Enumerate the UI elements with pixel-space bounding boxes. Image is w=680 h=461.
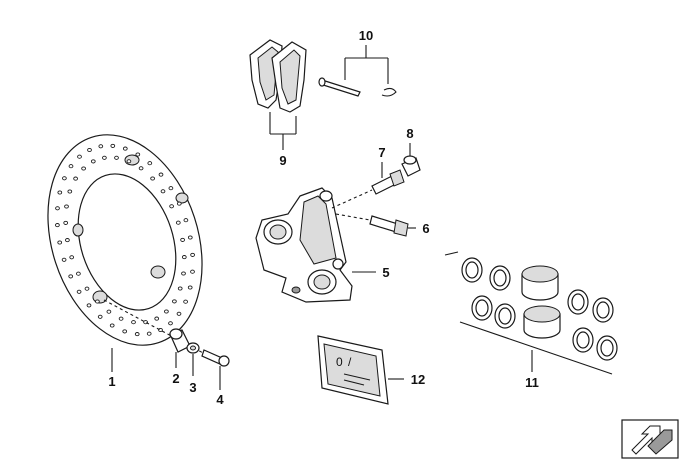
disc-drill-hole	[69, 255, 75, 260]
disc-drill-hole	[73, 176, 78, 181]
callout-5: 5	[382, 265, 389, 280]
disc-drill-hole	[95, 299, 100, 304]
disc-drill-hole	[86, 303, 92, 308]
brake-disc	[47, 134, 203, 346]
callout-3: 3	[189, 380, 196, 395]
disc-drill-hole	[61, 257, 67, 262]
disc-drill-hole	[172, 299, 177, 304]
disc-drill-hole	[158, 172, 164, 177]
repair-kit	[444, 251, 618, 375]
disc-drill-hole	[169, 204, 174, 209]
disc-drill-hole	[190, 252, 195, 257]
callout-10: 10	[359, 28, 373, 43]
callout-7: 7	[378, 145, 385, 160]
disc-drill-hole	[76, 289, 82, 294]
callout-2: 2	[172, 371, 179, 386]
disc-drill-hole	[118, 316, 124, 321]
disc-drill-hole	[77, 154, 82, 159]
disc-drill-hole	[168, 186, 174, 191]
disc-drill-hole	[180, 237, 185, 242]
disc-drill-hole	[160, 189, 166, 194]
brake-caliper	[255, 187, 376, 303]
disc-drill-hole	[98, 144, 104, 149]
disc-drill-hole	[90, 159, 96, 164]
disc-drill-hole	[150, 176, 155, 181]
caliper-bolt	[335, 213, 416, 237]
disc-drill-hole	[138, 166, 144, 171]
disc-drill-hole	[168, 321, 173, 326]
disc-drill-hole	[135, 152, 141, 157]
disc-drill-hole	[57, 240, 63, 245]
disc-drill-hole	[122, 329, 128, 334]
warning-label: 0 /	[317, 335, 404, 405]
disc-drill-hole	[177, 286, 183, 291]
disc-drill-hole	[181, 271, 186, 276]
disc-drill-hole	[146, 331, 152, 336]
disc-drill-hole	[76, 271, 81, 276]
disc-drill-hole	[64, 204, 69, 209]
disc-drill-hole	[68, 164, 74, 169]
disc-drill-hole	[190, 269, 195, 274]
disc-drill-hole	[63, 220, 69, 225]
pad-pin-and-clip	[318, 45, 397, 97]
disc-drill-hole	[55, 223, 60, 228]
disc-drill-hole	[106, 309, 112, 314]
disc-drill-hole	[187, 285, 193, 290]
disc-drill-hole	[147, 161, 153, 166]
disc-drill-hole	[176, 201, 182, 206]
bleeder-valve	[331, 162, 405, 209]
disc-drill-hole	[187, 235, 193, 240]
disc-drill-hole	[110, 143, 116, 148]
disc-drill-hole	[164, 309, 169, 314]
disc-drill-hole	[97, 314, 103, 319]
disc-drill-holes	[55, 143, 195, 337]
disc-drill-hole	[102, 155, 107, 160]
disc-drill-hole	[109, 323, 115, 328]
disc-drill-hole	[131, 320, 136, 325]
disc-drill-hole	[154, 316, 160, 321]
callout-1: 1	[108, 374, 115, 389]
arrow-icon	[621, 419, 679, 459]
disc-drill-hole	[57, 190, 63, 195]
disc-drill-hole	[126, 159, 132, 164]
disc-drill-hole	[183, 299, 188, 304]
disc-drill-hole	[87, 147, 92, 153]
callout-4: 4	[216, 392, 224, 407]
sticker-glyph-b: /	[348, 355, 352, 369]
disc-drill-hole	[122, 146, 128, 151]
disc-drill-hole	[176, 311, 182, 316]
disc-drill-hole	[67, 189, 73, 194]
disc-drill-hole	[134, 332, 140, 337]
disc-drill-hole	[68, 274, 74, 279]
disc-drill-hole	[175, 220, 181, 225]
disc-drill-hole	[62, 176, 67, 181]
disc-drill-hole	[114, 155, 119, 160]
callout-8: 8	[406, 126, 413, 141]
disc-drill-hole	[55, 206, 60, 211]
callout-11: 11	[525, 375, 539, 390]
callout-12: 12	[411, 372, 425, 387]
callout-9: 9	[279, 153, 286, 168]
disc-drill-hole	[84, 286, 90, 291]
disc-drill-hole	[81, 166, 86, 171]
brake-pads	[249, 39, 307, 150]
dust-cap	[401, 143, 421, 177]
disc-drill-hole	[65, 238, 70, 243]
disc-bolt-set	[103, 299, 230, 390]
disc-drill-hole	[181, 255, 187, 260]
callout-6: 6	[422, 221, 429, 236]
sticker-glyph-a: 0	[336, 355, 343, 369]
disc-drill-hole	[183, 218, 189, 223]
